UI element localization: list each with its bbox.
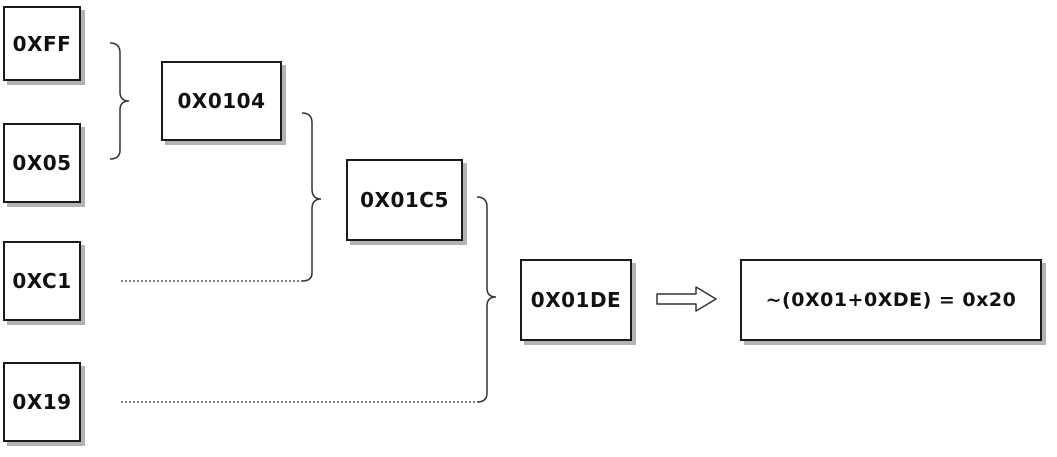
- brace-2: [301, 112, 322, 282]
- sum-box-0x01de: 0X01DE: [520, 259, 632, 341]
- brace-1: [109, 42, 130, 160]
- input-value: 0XC1: [12, 269, 72, 293]
- sum-box-0x01c5: 0X01C5: [346, 159, 463, 241]
- sum-box-0x0104: 0X0104: [161, 61, 282, 141]
- brace-3: [476, 196, 497, 403]
- input-value: 0X19: [12, 390, 72, 414]
- sum-value: 0X0104: [177, 89, 266, 113]
- result-value: ~(0X01+0XDE) = 0x20: [765, 289, 1017, 311]
- input-box-0xc1: 0XC1: [3, 241, 81, 321]
- input-value: 0XFF: [12, 31, 72, 56]
- arrow-icon: [656, 286, 717, 312]
- input-box-0xff: 0XFF: [3, 6, 81, 81]
- input-box-0x19: 0X19: [3, 362, 81, 442]
- input-value: 0X05: [12, 151, 72, 175]
- sum-value: 0X01DE: [530, 288, 622, 312]
- result-box: ~(0X01+0XDE) = 0x20: [740, 259, 1042, 341]
- input-box-0x05: 0X05: [3, 123, 81, 203]
- sum-value: 0X01C5: [360, 188, 449, 212]
